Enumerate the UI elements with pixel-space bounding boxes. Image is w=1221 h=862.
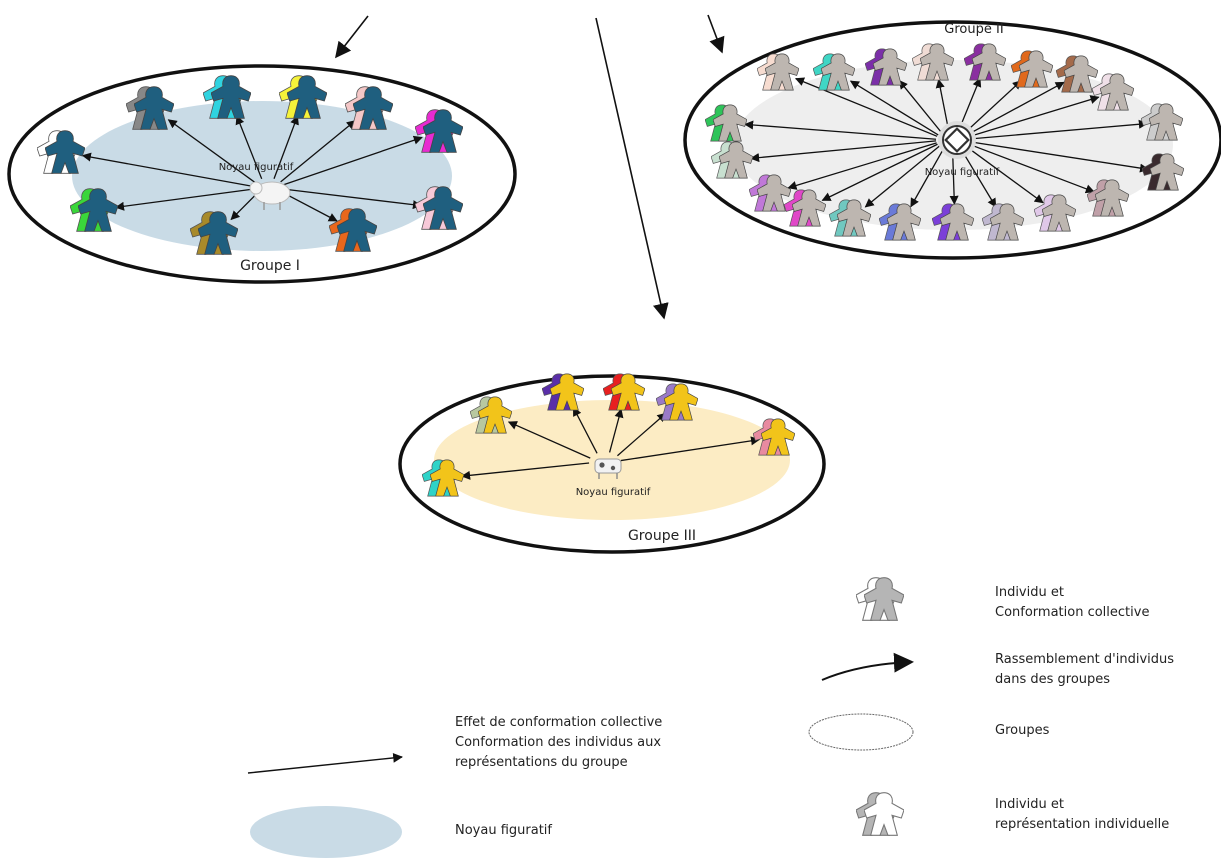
legend-meeple-individual	[856, 791, 904, 837]
legend-individual-individual-line-2: représentation individuelle	[995, 817, 1170, 832]
legend-individual-collective-line-1: Individu et	[995, 585, 1064, 600]
groupe-1-core-area	[72, 101, 452, 251]
conformation-arrow	[282, 191, 338, 222]
legend-group-ellipse	[808, 713, 914, 751]
conformation-arrow	[967, 119, 1148, 140]
conformation-arrow	[114, 188, 253, 211]
conformation-arrow	[964, 145, 1044, 204]
conformation-arrow	[960, 148, 997, 208]
legend-effect-arrow	[247, 753, 403, 774]
conformation-arrow	[507, 421, 591, 459]
conformation-arrow	[280, 120, 356, 183]
legend	[247, 576, 914, 858]
conformation-arrow	[787, 142, 937, 190]
conformation-arrow	[235, 115, 263, 180]
arrow-to-groupe-2	[707, 14, 725, 54]
legend-groups-line-1: Groupes	[995, 723, 1050, 738]
conformation-arrow	[230, 194, 257, 221]
conformation-arrow	[963, 80, 1022, 134]
legend-gathering-line-1: Rassemblement d'individus	[995, 652, 1175, 667]
conformation-arrow	[821, 143, 938, 201]
conformation-arrow	[966, 142, 1095, 194]
conformation-arrow	[849, 80, 939, 136]
legend-gathering-text: Rassemblement d'individus dans des group…	[995, 650, 1174, 690]
conformation-arrow	[282, 135, 423, 186]
conformation-arrow	[461, 462, 590, 480]
conformation-arrow	[167, 119, 256, 183]
conformation-arrow	[949, 149, 959, 205]
groupe-1: Noyau figuratif Groupe I	[7, 64, 517, 284]
cow-icon	[594, 458, 622, 479]
conformation-arrow	[965, 81, 1065, 136]
groupe-2: Noyau figuratif Groupe II	[683, 20, 1221, 260]
conformation-arrow	[910, 148, 945, 208]
legend-individual-collective-text: Individu et Conformation collective	[995, 583, 1149, 623]
arrow-to-groupe-1	[335, 15, 369, 59]
groupe-3: Noyau figuratif Groupe III	[398, 373, 826, 554]
conformation-arrow	[616, 412, 667, 457]
conformation-arrow	[967, 140, 1150, 173]
groupe-3-label: Groupe III	[628, 528, 696, 544]
arrow-to-groupe-3	[595, 17, 669, 320]
groupe-2-core-label: Noyau figuratif	[925, 167, 1000, 178]
conformation-arrow	[608, 408, 624, 453]
legend-core-ellipse	[250, 806, 402, 858]
legend-effect-line-1: Effet de conformation collective	[455, 715, 663, 730]
conformation-arrow	[572, 406, 598, 454]
conformation-arrow	[283, 188, 423, 210]
groupe-2-arrows	[744, 77, 1150, 208]
legend-gathering-line-2: dans des groupes	[995, 672, 1111, 687]
conformation-arrow	[967, 95, 1100, 138]
conformation-arrow	[935, 78, 950, 131]
conformation-arrow	[744, 120, 937, 140]
legend-meeple-collective	[856, 576, 904, 622]
legend-core-text: Noyau figuratif	[455, 821, 552, 841]
groupe-1-core-label: Noyau figuratif	[219, 162, 294, 173]
conformation-arrow	[750, 140, 937, 163]
groupe-2-label: Groupe II	[944, 22, 1003, 37]
groupe-3-core-label: Noyau figuratif	[576, 487, 651, 498]
conformation-arrow	[898, 79, 942, 133]
groupe-3-arrows	[461, 406, 761, 480]
legend-core-line-1: Noyau figuratif	[455, 823, 552, 838]
groupe-1-label: Groupe I	[240, 258, 300, 274]
legend-gathering-arrow	[821, 652, 914, 681]
legend-individual-individual-line-1: Individu et	[995, 797, 1064, 812]
legend-effect-text: Effet de conformation collective Conform…	[455, 713, 662, 773]
conformation-arrow	[81, 152, 253, 187]
groupe-1-arrows	[81, 115, 423, 222]
legend-individual-collective-line-2: Conformation collective	[995, 605, 1150, 620]
sheep-icon	[249, 181, 291, 210]
conformation-arrow	[864, 145, 940, 208]
gathering-arrows	[335, 14, 725, 320]
legend-effect-line-3: représentations du groupe	[455, 755, 628, 770]
conformation-arrow	[620, 436, 761, 462]
legend-effect-line-2: Conformation des individus aux	[455, 735, 662, 750]
legend-individual-individual-text: Individu et représentation individuelle	[995, 795, 1169, 835]
legend-groups-text: Groupes	[995, 721, 1049, 741]
conformation-arrow	[273, 115, 299, 179]
world-heritage-icon	[938, 121, 976, 159]
